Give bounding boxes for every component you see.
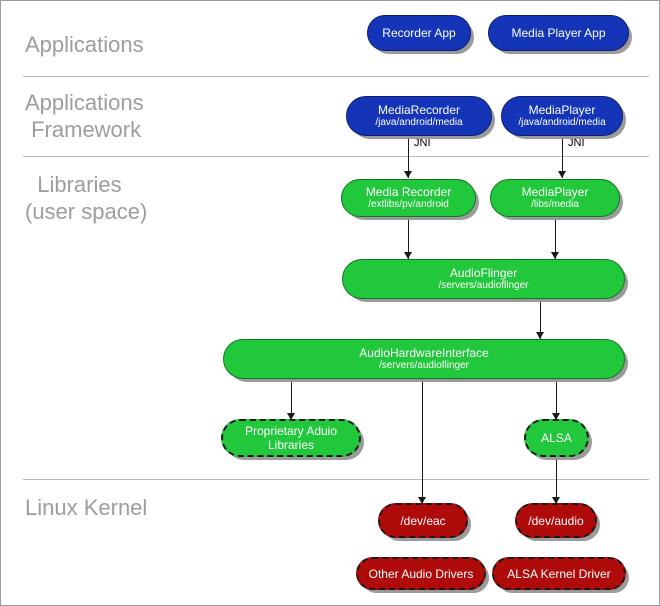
layer-label-applications-framework: Applications Framework [25, 90, 144, 142]
node-subtitle: /libs/media [531, 199, 579, 210]
node-mediarecorder-framework[interactable]: MediaRecorder /java/android/media [346, 96, 492, 136]
edge-media-recorder-to-audioflinger [408, 217, 409, 259]
node-title: Media Player App [511, 26, 606, 40]
node-title: Media Recorder [365, 185, 452, 199]
edge-ahi-to-dev-eac [422, 379, 423, 503]
node-title: MediaPlayer [528, 103, 596, 117]
node-title: Recorder App [382, 26, 456, 40]
edge-ahi-to-proprietary-libs-arrow [287, 413, 295, 420]
node-title: AudioHardwareInterface [359, 346, 489, 360]
layer-label-applications: Applications [25, 32, 144, 57]
node-title: Other Audio Drivers [368, 566, 474, 581]
node-title: MediaPlayer [521, 185, 589, 199]
node-subtitle: Libraries [267, 438, 315, 452]
node-alsa-kernel-driver[interactable]: ALSA Kernel Driver [492, 557, 626, 590]
edge-label-jni-left: JNI [414, 137, 431, 149]
node-title: AudioFlinger [449, 266, 518, 280]
edge-media-player-to-audioflinger-arrow [551, 252, 559, 259]
edge-mediarecorder-jni [408, 136, 409, 178]
divider-framework [23, 156, 649, 157]
node-title: /dev/audio [528, 513, 584, 528]
edge-audioflinger-to-ahi-arrow [536, 332, 544, 339]
node-subtitle: /java/android/media [375, 117, 463, 128]
node-subtitle: /extlibs/pv/android [368, 199, 449, 210]
node-audiohardwareinterface[interactable]: AudioHardwareInterface /servers/audiofli… [223, 339, 625, 379]
edge-mediarecorder-jni-arrow [404, 171, 412, 178]
edge-audioflinger-to-ahi [540, 299, 541, 339]
node-alsa[interactable]: ALSA [524, 419, 589, 457]
edge-mediaplayer-jni-arrow [558, 171, 566, 178]
node-dev-eac[interactable]: /dev/eac [378, 503, 468, 538]
edge-mediaplayer-jni [562, 136, 563, 178]
edge-media-recorder-to-audioflinger-arrow [404, 252, 412, 259]
edge-media-player-to-audioflinger [555, 217, 556, 259]
node-audioflinger[interactable]: AudioFlinger /servers/audioflinger [342, 259, 625, 299]
edge-ahi-to-alsa-arrow [552, 413, 560, 420]
node-media-player-app[interactable]: Media Player App [488, 15, 629, 51]
edge-label-jni-right: JNI [568, 137, 585, 149]
node-title: /dev/eac [400, 513, 446, 528]
node-dev-audio[interactable]: /dev/audio [515, 503, 597, 538]
divider-applications [23, 76, 649, 77]
node-title: ALSA [541, 431, 572, 445]
node-media-recorder-library[interactable]: Media Recorder /extlibs/pv/android [341, 179, 476, 217]
node-subtitle: /servers/audioflinger [438, 280, 529, 291]
node-recorder-app[interactable]: Recorder App [367, 15, 471, 51]
node-proprietary-audio-libraries[interactable]: Proprietary Aduio Libraries [221, 419, 361, 457]
edge-ahi-to-proprietary-libs [291, 379, 292, 419]
node-title: MediaRecorder [377, 103, 461, 117]
node-title: Proprietary Aduio [244, 424, 338, 438]
node-media-player-library[interactable]: MediaPlayer /libs/media [490, 179, 620, 217]
node-subtitle: /servers/audioflinger [378, 360, 470, 371]
layer-label-linux-kernel: Linux Kernel [25, 495, 148, 520]
edge-alsa-to-dev-audio [556, 457, 557, 503]
edge-ahi-to-alsa [556, 379, 557, 419]
node-mediaplayer-framework[interactable]: MediaPlayer /java/android/media [501, 96, 623, 136]
node-subtitle: /java/android/media [518, 117, 606, 128]
node-other-audio-drivers[interactable]: Other Audio Drivers [356, 557, 486, 590]
edge-ahi-to-dev-eac-arrow [418, 497, 426, 504]
node-title: ALSA Kernel Driver [507, 566, 611, 581]
layer-label-libraries: Libraries (user space) [25, 172, 148, 224]
edge-alsa-to-dev-audio-arrow [552, 497, 560, 504]
divider-kernel [23, 479, 649, 480]
